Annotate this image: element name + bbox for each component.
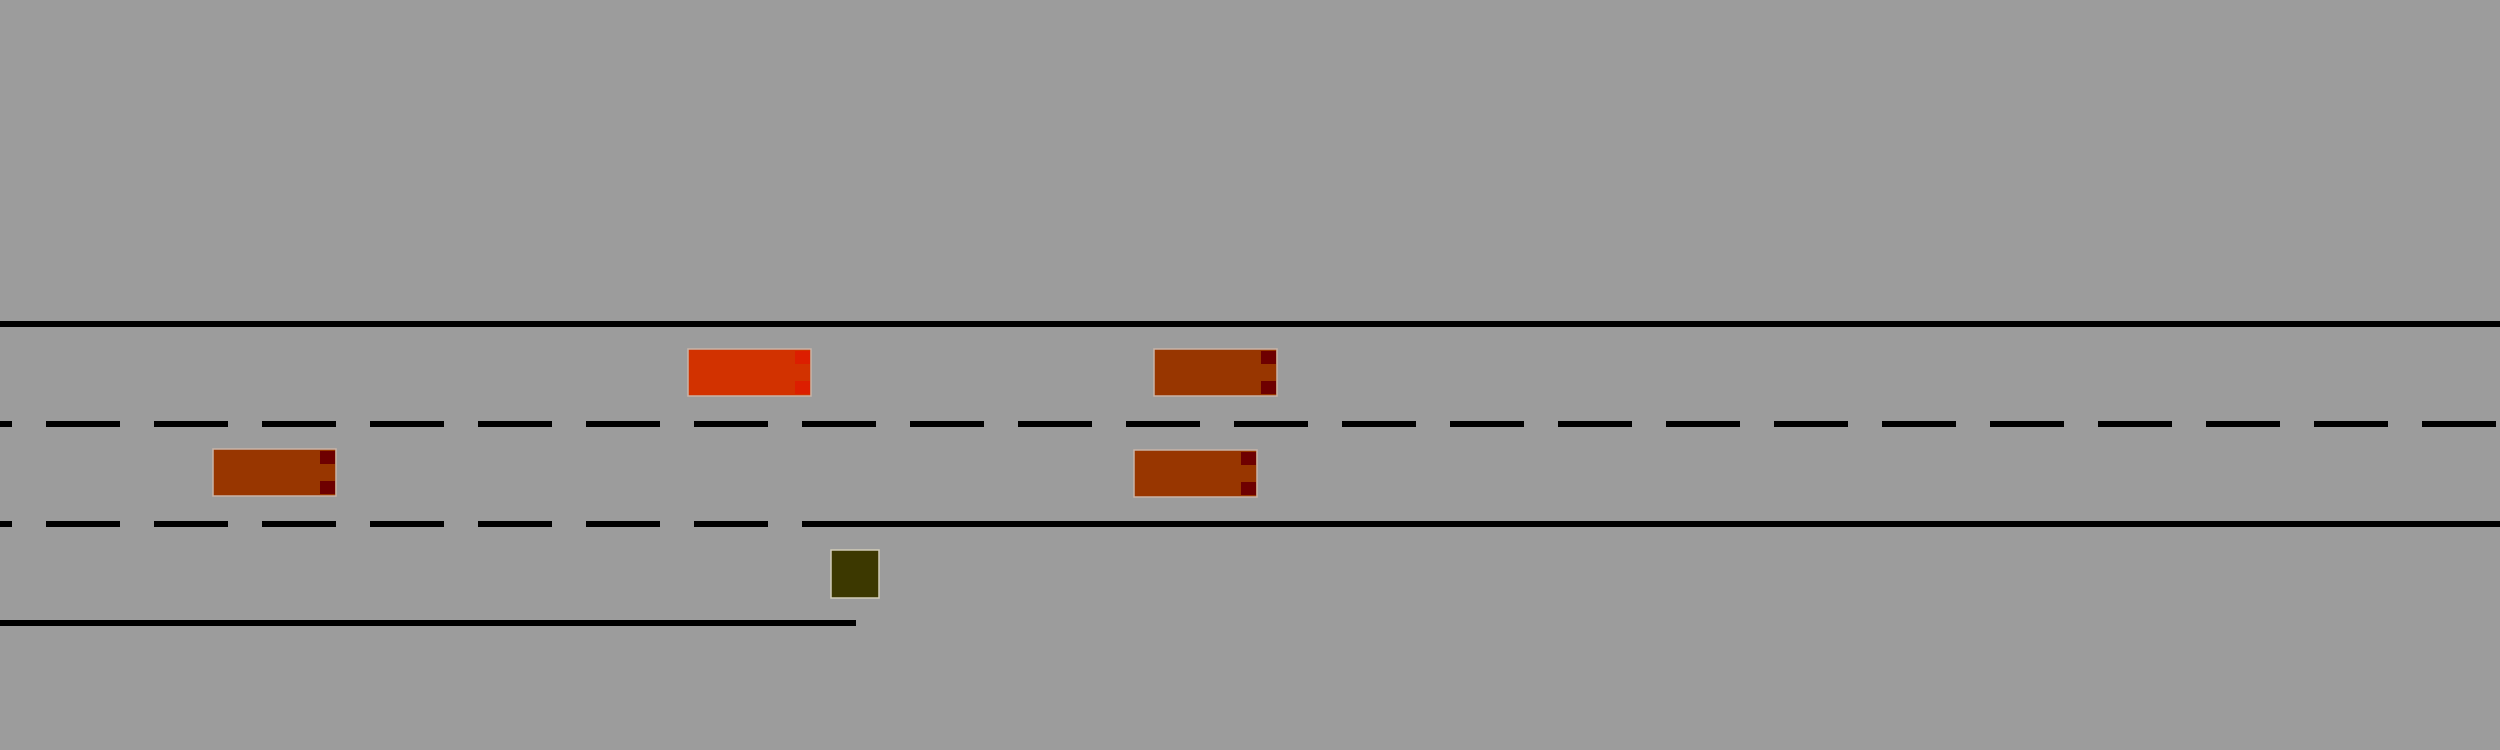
lane-markings xyxy=(0,321,2500,626)
traffic-vehicle xyxy=(1153,348,1278,397)
traffic-vehicle-body xyxy=(212,448,337,497)
traffic-vehicle-light-top xyxy=(320,451,335,464)
traffic-vehicle-light-top xyxy=(1241,452,1256,465)
traffic-vehicle-light-bottom xyxy=(1261,381,1276,394)
traffic-vehicle xyxy=(212,448,337,497)
ego-vehicle-body xyxy=(687,348,812,397)
vehicles xyxy=(212,348,1278,498)
traffic-vehicle-light-bottom xyxy=(320,481,335,494)
merge-lane-obstacle xyxy=(830,549,880,599)
traffic-vehicle xyxy=(1133,449,1258,498)
ego-vehicle-tail-light-top xyxy=(795,351,810,364)
traffic-vehicle-light-top xyxy=(1261,351,1276,364)
ego-vehicle-tail-light-bottom xyxy=(795,381,810,394)
ego-vehicle xyxy=(687,348,812,397)
traffic-vehicle-body xyxy=(1133,449,1258,498)
traffic-vehicle-body xyxy=(1153,348,1278,397)
traffic-vehicle-light-bottom xyxy=(1241,482,1256,495)
